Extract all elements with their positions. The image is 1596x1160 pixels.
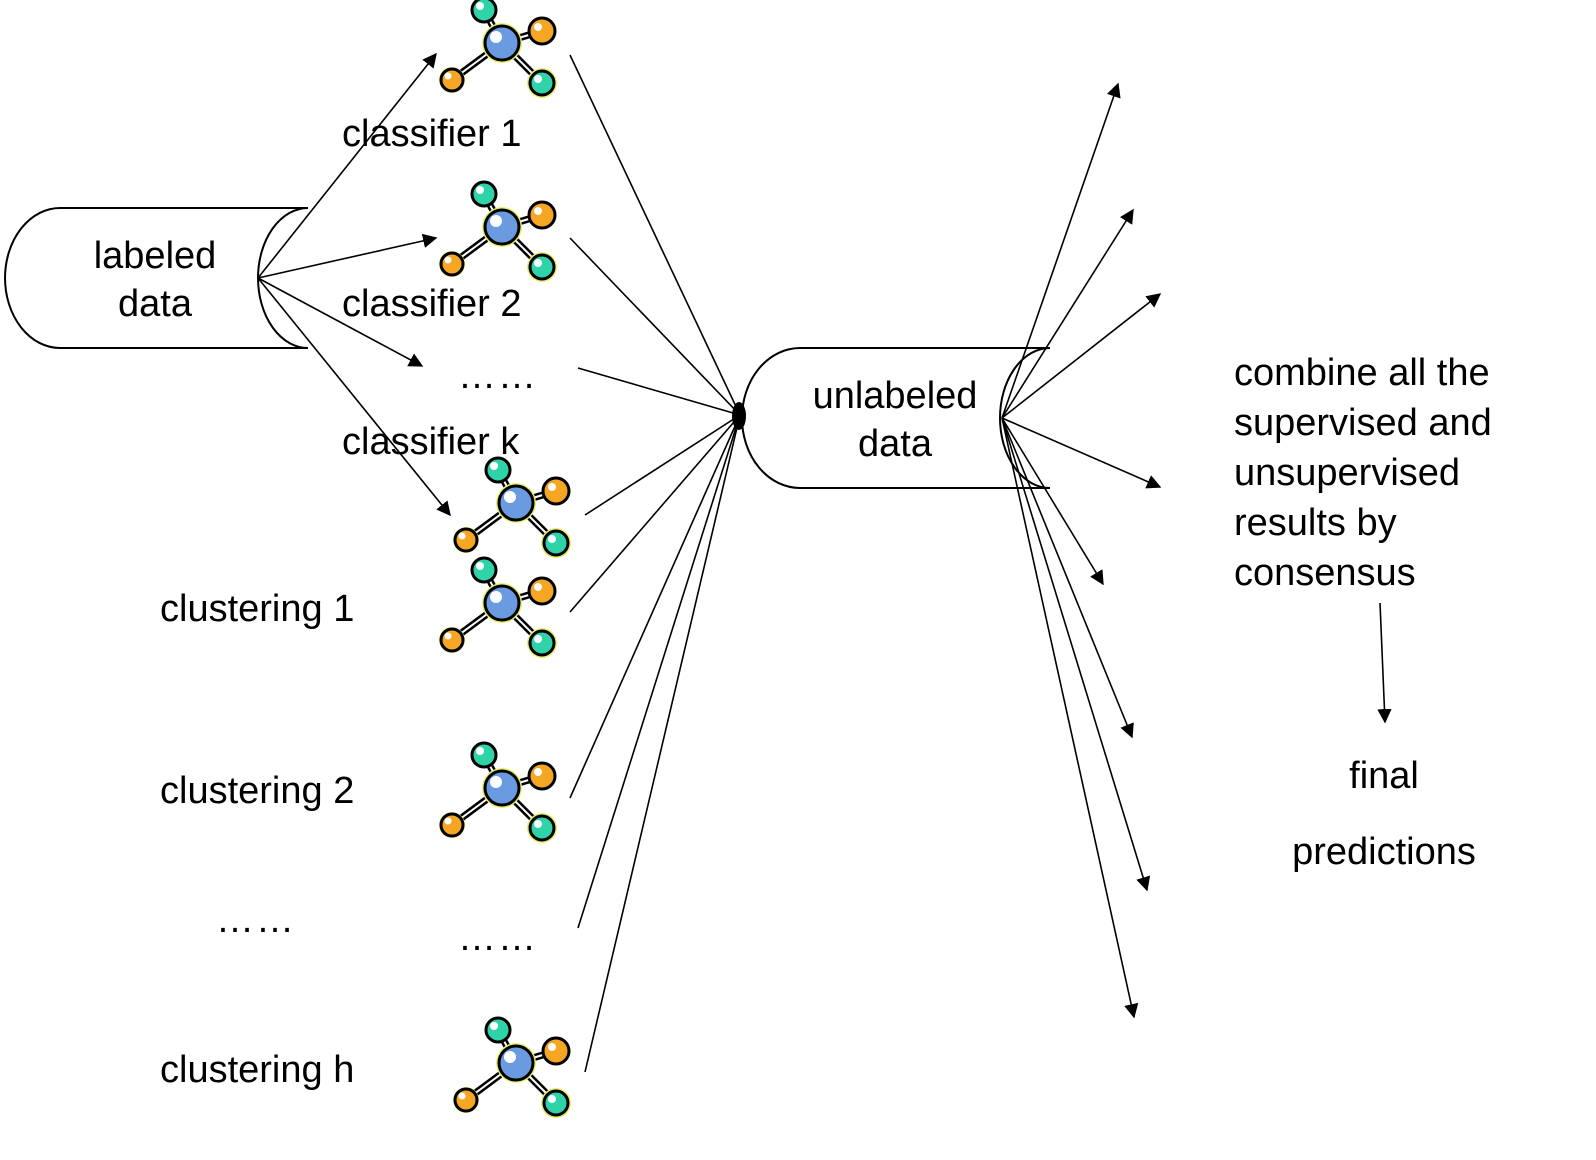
- clustering-ellipsis-right: ……: [458, 917, 538, 959]
- unlabeled-line2: data: [858, 423, 932, 465]
- unlabeled-output-arrows: [1001, 82, 1162, 1019]
- molecule-icon: [439, 558, 557, 658]
- combine-line-1: combine all the: [1234, 352, 1490, 394]
- clustering-h-label: clustering h: [160, 1049, 355, 1091]
- molecule-icon: [439, 0, 557, 98]
- consensus-to-final-arrow: [1377, 602, 1392, 724]
- classifier-1-label: classifier 1: [342, 113, 522, 155]
- combine-line-2: supervised and: [1234, 402, 1492, 444]
- final-line2: predictions: [1292, 831, 1476, 873]
- combine-consensus-text: combine all the supervised and unsupervi…: [1234, 348, 1492, 598]
- clustering-1-label: clustering 1: [160, 588, 355, 630]
- clustering-ellipsis-left: ……: [216, 899, 296, 941]
- molecule-icon: [439, 182, 557, 282]
- combine-line-3: unsupervised: [1234, 452, 1461, 494]
- final-line1: final: [1349, 755, 1419, 797]
- combine-line-5: consensus: [1234, 552, 1416, 594]
- classifier-2-label: classifier 2: [342, 283, 522, 325]
- combine-line-4: results by: [1234, 502, 1397, 544]
- molecule-icon: [453, 458, 571, 558]
- model-to-unlabeled-lines: [569, 54, 741, 1073]
- clustering-2-label: clustering 2: [160, 770, 355, 812]
- classifier-k-label: classifier k: [342, 421, 520, 463]
- molecule-icon: [439, 743, 557, 843]
- classifier-ellipsis: ……: [458, 355, 538, 397]
- unlabeled-data-label: unlabeled data: [790, 372, 1000, 468]
- labeled-to-classifier-arrows: [257, 52, 451, 517]
- molecule-icon: [453, 1018, 571, 1118]
- final-predictions-label: final predictions: [1264, 738, 1504, 890]
- unlabeled-line1: unlabeled: [812, 375, 978, 417]
- convergence-point: [732, 402, 746, 430]
- labeled-line1: labeled: [93, 235, 217, 277]
- labeled-data-label: labeled data: [70, 232, 240, 328]
- labeled-line2: data: [118, 283, 192, 325]
